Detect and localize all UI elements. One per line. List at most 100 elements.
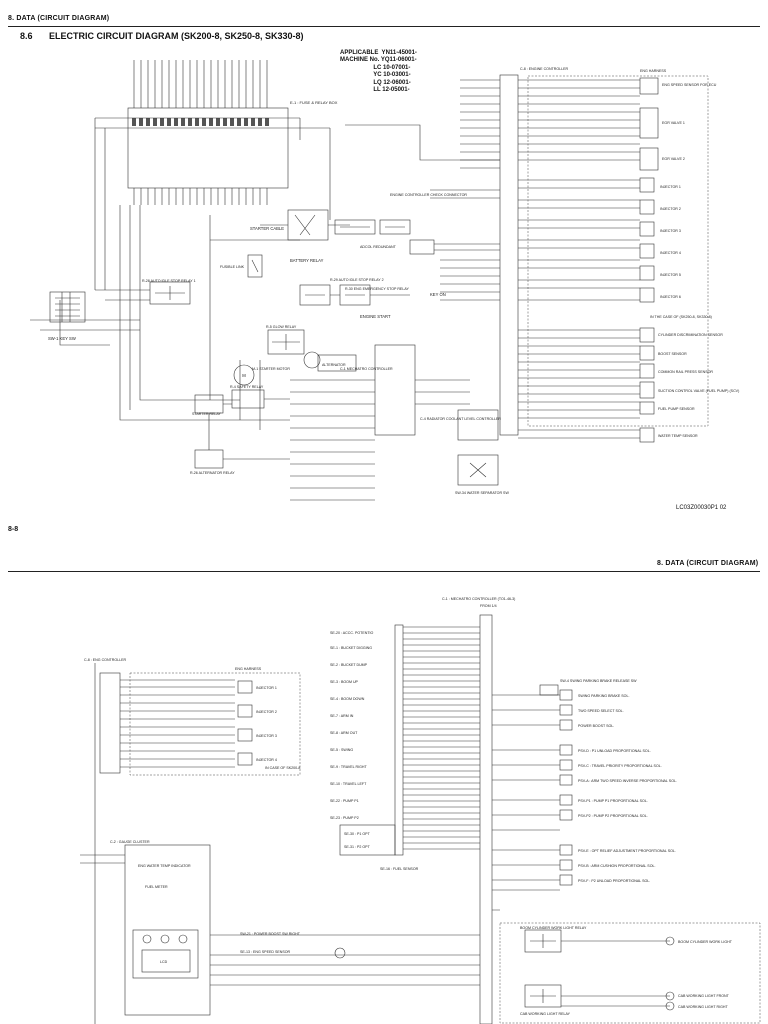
water-separator-label: SW-34 WATER SEPARATOR SW <box>455 491 509 495</box>
injector-label-5: INJECTOR 6 <box>660 295 681 299</box>
left-bus-wiring <box>30 117 500 430</box>
fuel-meter-label: FUEL METER <box>145 885 168 889</box>
solenoid-3: PSV-D : P1 UNLOAD PROPORTIONAL SOL. <box>578 749 651 753</box>
fuse-relay-box: E-1 : FUSE & RELAY BOX <box>127 60 338 205</box>
pilot-sensor-1: SE-1 : BUCKET DIGGING <box>330 646 372 650</box>
battery-relay-label: BATTERY RELAY <box>290 258 324 263</box>
starter-motor-label: M-1 STARTER MOTOR <box>252 367 290 371</box>
check-connector-label: ENGINE CONTROLLER CHECK CONNECTOR <box>390 193 467 197</box>
solenoid-6: PSV-P1 : PUMP P1 PROPORTIONAL SOL. <box>578 799 648 803</box>
solenoid-7: PSV-P2 : PUMP P2 PROPORTIONAL SOL. <box>578 814 648 818</box>
alternator-relay-label: R-26 ALTERNATOR RELAY <box>190 471 235 475</box>
page-number: 8-8 <box>8 526 19 533</box>
injector-label-3: INJECTOR 4 <box>660 251 681 255</box>
pilot-sensor-5: SE-7 : ARM IN <box>330 714 354 718</box>
bottom-page: 8. DATA (CIRCUIT DIAGRAM) C-1 : MECHATRO… <box>0 545 768 1024</box>
fuel-sensor-label: SE-16 : FUEL SENSOR <box>380 867 419 871</box>
pilot-sensor-2: SE-2 : BUCKET DUMP <box>330 663 368 667</box>
sensor-label-3: BOOST SENSOR <box>658 352 687 356</box>
pilot-sensor-11: SE-23 : PUMP P2 <box>330 816 359 820</box>
bottom-circuit-diagram: C-1 : MECHATRO CONTROLLER (TO1-46-3) FRO… <box>80 597 761 1024</box>
power-boost-label: SW-21 : POWER BOOST SW RIGHT <box>240 932 301 936</box>
injector-label-4: INJECTOR 5 <box>660 273 681 277</box>
key-switch: SW-1 KEY SW <box>48 291 86 341</box>
starting-circuit: R-5 GLOW RELAY ALTERNATOR M M-1 STARTER … <box>190 325 357 475</box>
sensor-label-6: FUEL PUMP SENSOR <box>658 407 695 411</box>
sensor-label-4: COMMON RAIL PRESS SENSOR <box>658 370 713 374</box>
battery-relay: STARTER CABLE BATTERY RELAY <box>250 209 411 263</box>
relays: R-28 AUTO IDLE STOP RELAY 1 R-29 AUTO ID… <box>142 278 446 319</box>
eng-harness-label: ENG HARNESS <box>640 69 667 73</box>
pilot-sensor-10: SE-22 : PUMP P1 <box>330 799 359 803</box>
svg-text:M: M <box>242 373 246 378</box>
work-light-relays: BOOM CYLINDER WORK LIGHT RELAY CAB WORKI… <box>499 922 761 1024</box>
cylinder-disc-label: CYLINDER DISCRIMINATION SENSOR <box>658 333 723 337</box>
eng-harness-label: ENG HARNESS <box>235 667 262 671</box>
page-header: 8. DATA (CIRCUIT DIAGRAM) <box>657 560 759 567</box>
top-page: 8. DATA (CIRCUIT DIAGRAM) 8.6 ELECTRIC C… <box>8 15 760 533</box>
pilot-sensor-8: SE-9 : TRAVEL RIGHT <box>330 765 367 769</box>
mechatro-label: C-1 : MECHATRO CONTROLLER (TO1-46-3) <box>442 597 515 601</box>
sensor-label-2: EGR VALVE 2 <box>662 157 685 161</box>
applicable-machine-numbers: APPLICABLE YN11-45001- MACHINE No. YQ11-… <box>340 50 417 94</box>
safety-relay-label: R-4 SAFETY RELAY <box>230 385 264 389</box>
eng-controller-bottom: C-8 : ENG CONTROLLER ENG HARNESS INJECTO… <box>84 658 300 1024</box>
lcd-label: LCD <box>160 960 168 964</box>
solenoid-4: PSV-C : TRAVEL PRIORITY PROPORTIONAL SOL… <box>578 764 662 768</box>
cab-light-out1-label: CAB WORKING LIGHT FRONT <box>678 994 730 998</box>
pilot-sensor-3: SE-3 : BOOM UP <box>330 680 359 684</box>
cab-light-out2-label: CAB WORKING LIGHT RIGHT <box>678 1005 728 1009</box>
starter-cable-label: STARTER CABLE <box>250 226 284 231</box>
solenoid-5: PSV-A : ARM TWO SPEED INVERSE PROPORTION… <box>578 779 677 783</box>
header-rule <box>8 571 760 572</box>
solenoid-wiring <box>492 694 560 911</box>
drawing-code: LC03Z00030P1 02 <box>676 505 727 511</box>
pilot-sensors: SE-20 : ACCC. POTENTIO SE-1 : BUCKET DIG… <box>330 624 480 856</box>
pilot-sensor-0: SE-20 : ACCC. POTENTIO <box>330 631 374 635</box>
glow-relay-label: R-5 GLOW RELAY <box>266 325 297 329</box>
mechatro-controller-label: C-1 MECHATRO CONTROLLER <box>340 367 393 371</box>
pilot-sensor-12: SE-30 : P1 OPT <box>344 832 371 836</box>
page-header: 8. DATA (CIRCUIT DIAGRAM) <box>8 15 110 22</box>
pilot-sensor-6: SE-8 : ARM OUT <box>330 731 358 735</box>
solenoids: SWING PARKING BRAKE SOL. TWO SPEED SELEC… <box>539 679 677 886</box>
gauge-cluster: C-2 : GAUGE CLUSTER ENG WATER TEMP INDIC… <box>80 840 480 1016</box>
fuse-relay-box-label: E-1 : FUSE & RELAY BOX <box>290 100 338 105</box>
bottom-injector-0: INJECTOR 1 <box>256 686 277 690</box>
solenoid-0: SWING PARKING BRAKE SOL. <box>578 694 629 698</box>
mechatro-controller-block: C-1 MECHATRO CONTROLLER C-4 RADIATOR COO… <box>290 344 509 501</box>
sensor-label-0: ENG SPEED SENSOR FOR ECU <box>662 83 717 87</box>
adcol-label: ADCOL REDUNDANT <box>360 245 397 249</box>
section-title: ELECTRIC CIRCUIT DIAGRAM (SK200-8, SK250… <box>49 31 304 41</box>
cab-light-relay-label: CAB WORKING LIGHT RELAY <box>520 1012 571 1016</box>
engine-start-label: ENGINE START <box>360 314 391 319</box>
injector-label-0: INJECTOR 1 <box>660 185 681 189</box>
water-temp-label: ENG WATER TEMP INDICATOR <box>138 864 191 868</box>
eng-emergency-relay-label: R-30 ENG EMERGENCY STOP RELAY <box>345 287 409 291</box>
check-connector: ENGINE CONTROLLER CHECK CONNECTOR ADCOL … <box>360 189 500 255</box>
injector-label-1: INJECTOR 2 <box>660 207 681 211</box>
bottom-in-case-label: IN CASE OF SK200-8 <box>265 766 300 770</box>
solenoid-8: PSV-E : OPT RELIEF ADJUSTMENT PROPORTION… <box>578 849 676 853</box>
solenoid-9: PSV-B : ARM CUSHION PROPORTIONAL SOL. <box>578 864 655 868</box>
pilot-sensor-9: SE-10 : TRAVEL LEFT <box>330 782 367 786</box>
fusible-link: FUSIBLE LINK <box>220 254 263 278</box>
mechatro-connector <box>479 614 493 1024</box>
key-on-label: KEY ON <box>430 292 446 297</box>
key-switch-label: SW-1 KEY SW <box>48 336 76 341</box>
starter-relay-label: STARTER RELAY <box>192 412 222 416</box>
pilot-sensor-7: SE-5 : SWING <box>330 748 353 752</box>
auto-idle-relay1-label: R-28 AUTO IDLE STOP RELAY 1 <box>142 279 196 283</box>
pilot-sensor-13: SE-31 : P2 OPT <box>344 845 371 849</box>
main-circuit-diagram: E-1 : FUSE & RELAY BOX SW-1 KEY SW <box>30 60 739 501</box>
auto-idle-relay2-label: R-29 AUTO IDLE STOP RELAY 2 <box>330 278 384 282</box>
eng-controller-label: C-8 : ENG CONTROLLER <box>84 658 127 662</box>
sensor-label-1: EGR VALVE 1 <box>662 121 685 125</box>
boom-light-relay-label: BOOM CYLINDER WORK LIGHT RELAY <box>520 926 587 930</box>
fusible-link-label: FUSIBLE LINK <box>220 265 245 269</box>
from-label: FROM 1/4 <box>480 604 497 608</box>
eng-harness-boundary <box>527 75 709 427</box>
engine-controller-label: C-8 : ENGINE CONTROLLER <box>520 67 569 71</box>
in-case-label: IN THE CASE OF (SK250-8, SK330-8) <box>650 315 712 319</box>
sensor-label-7: WATER TEMP SENSOR <box>658 434 698 438</box>
